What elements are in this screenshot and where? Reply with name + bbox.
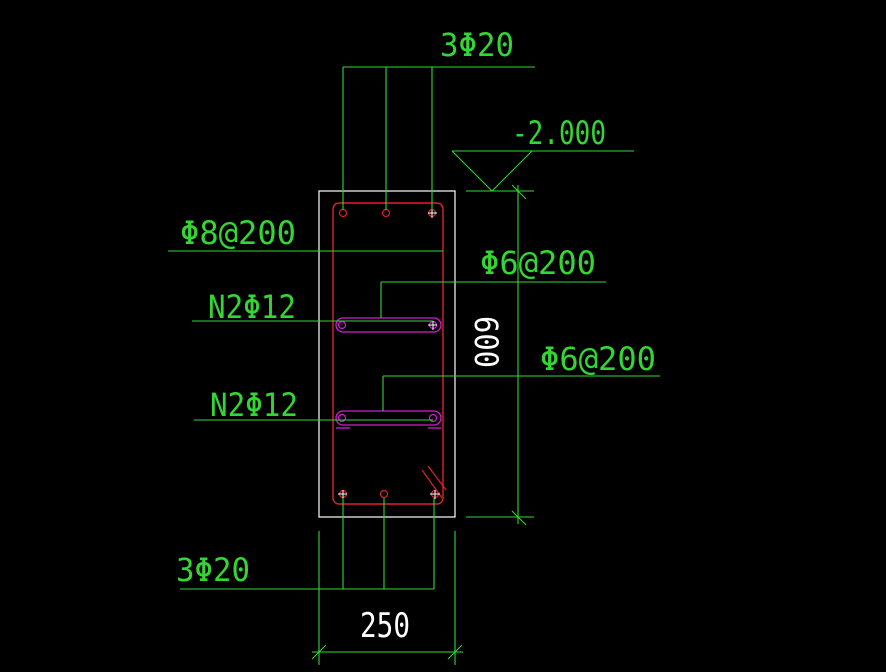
waist-rebar-group: [337, 320, 438, 423]
rebar-cross-marks: [338, 209, 440, 499]
label-stirrup-main: Φ8@200: [180, 214, 296, 252]
rebar-dot: [381, 208, 391, 218]
rebar-dot: [338, 208, 348, 218]
dimension-height: 600: [467, 316, 505, 368]
rebar-dot: [337, 320, 347, 330]
label-tie-lower: Φ6@200: [540, 340, 656, 378]
label-elevation: -2.000: [512, 114, 606, 152]
rebar-dot: [379, 489, 389, 499]
label-waist-lower: N2Φ12: [210, 386, 298, 424]
label-tie-upper: Φ6@200: [480, 244, 596, 282]
label-bottom-bars: 3Φ20: [176, 551, 250, 589]
dimension-width: 250: [360, 606, 410, 646]
label-top-bars: 3Φ20: [440, 26, 514, 64]
rebar-dot: [337, 413, 347, 423]
leader-lines: [168, 66, 660, 665]
top-rebar-group: [338, 208, 437, 218]
concrete-section-outline: [318, 190, 456, 518]
stirrup-loop: [332, 202, 444, 505]
bottom-rebar-group: [338, 489, 440, 499]
stirrup-hook-2: [427, 465, 447, 491]
rebar-dot: [428, 413, 438, 423]
tie-upper: [335, 317, 442, 333]
label-waist-upper: N2Φ12: [208, 288, 296, 326]
tie-lower: [335, 410, 442, 429]
